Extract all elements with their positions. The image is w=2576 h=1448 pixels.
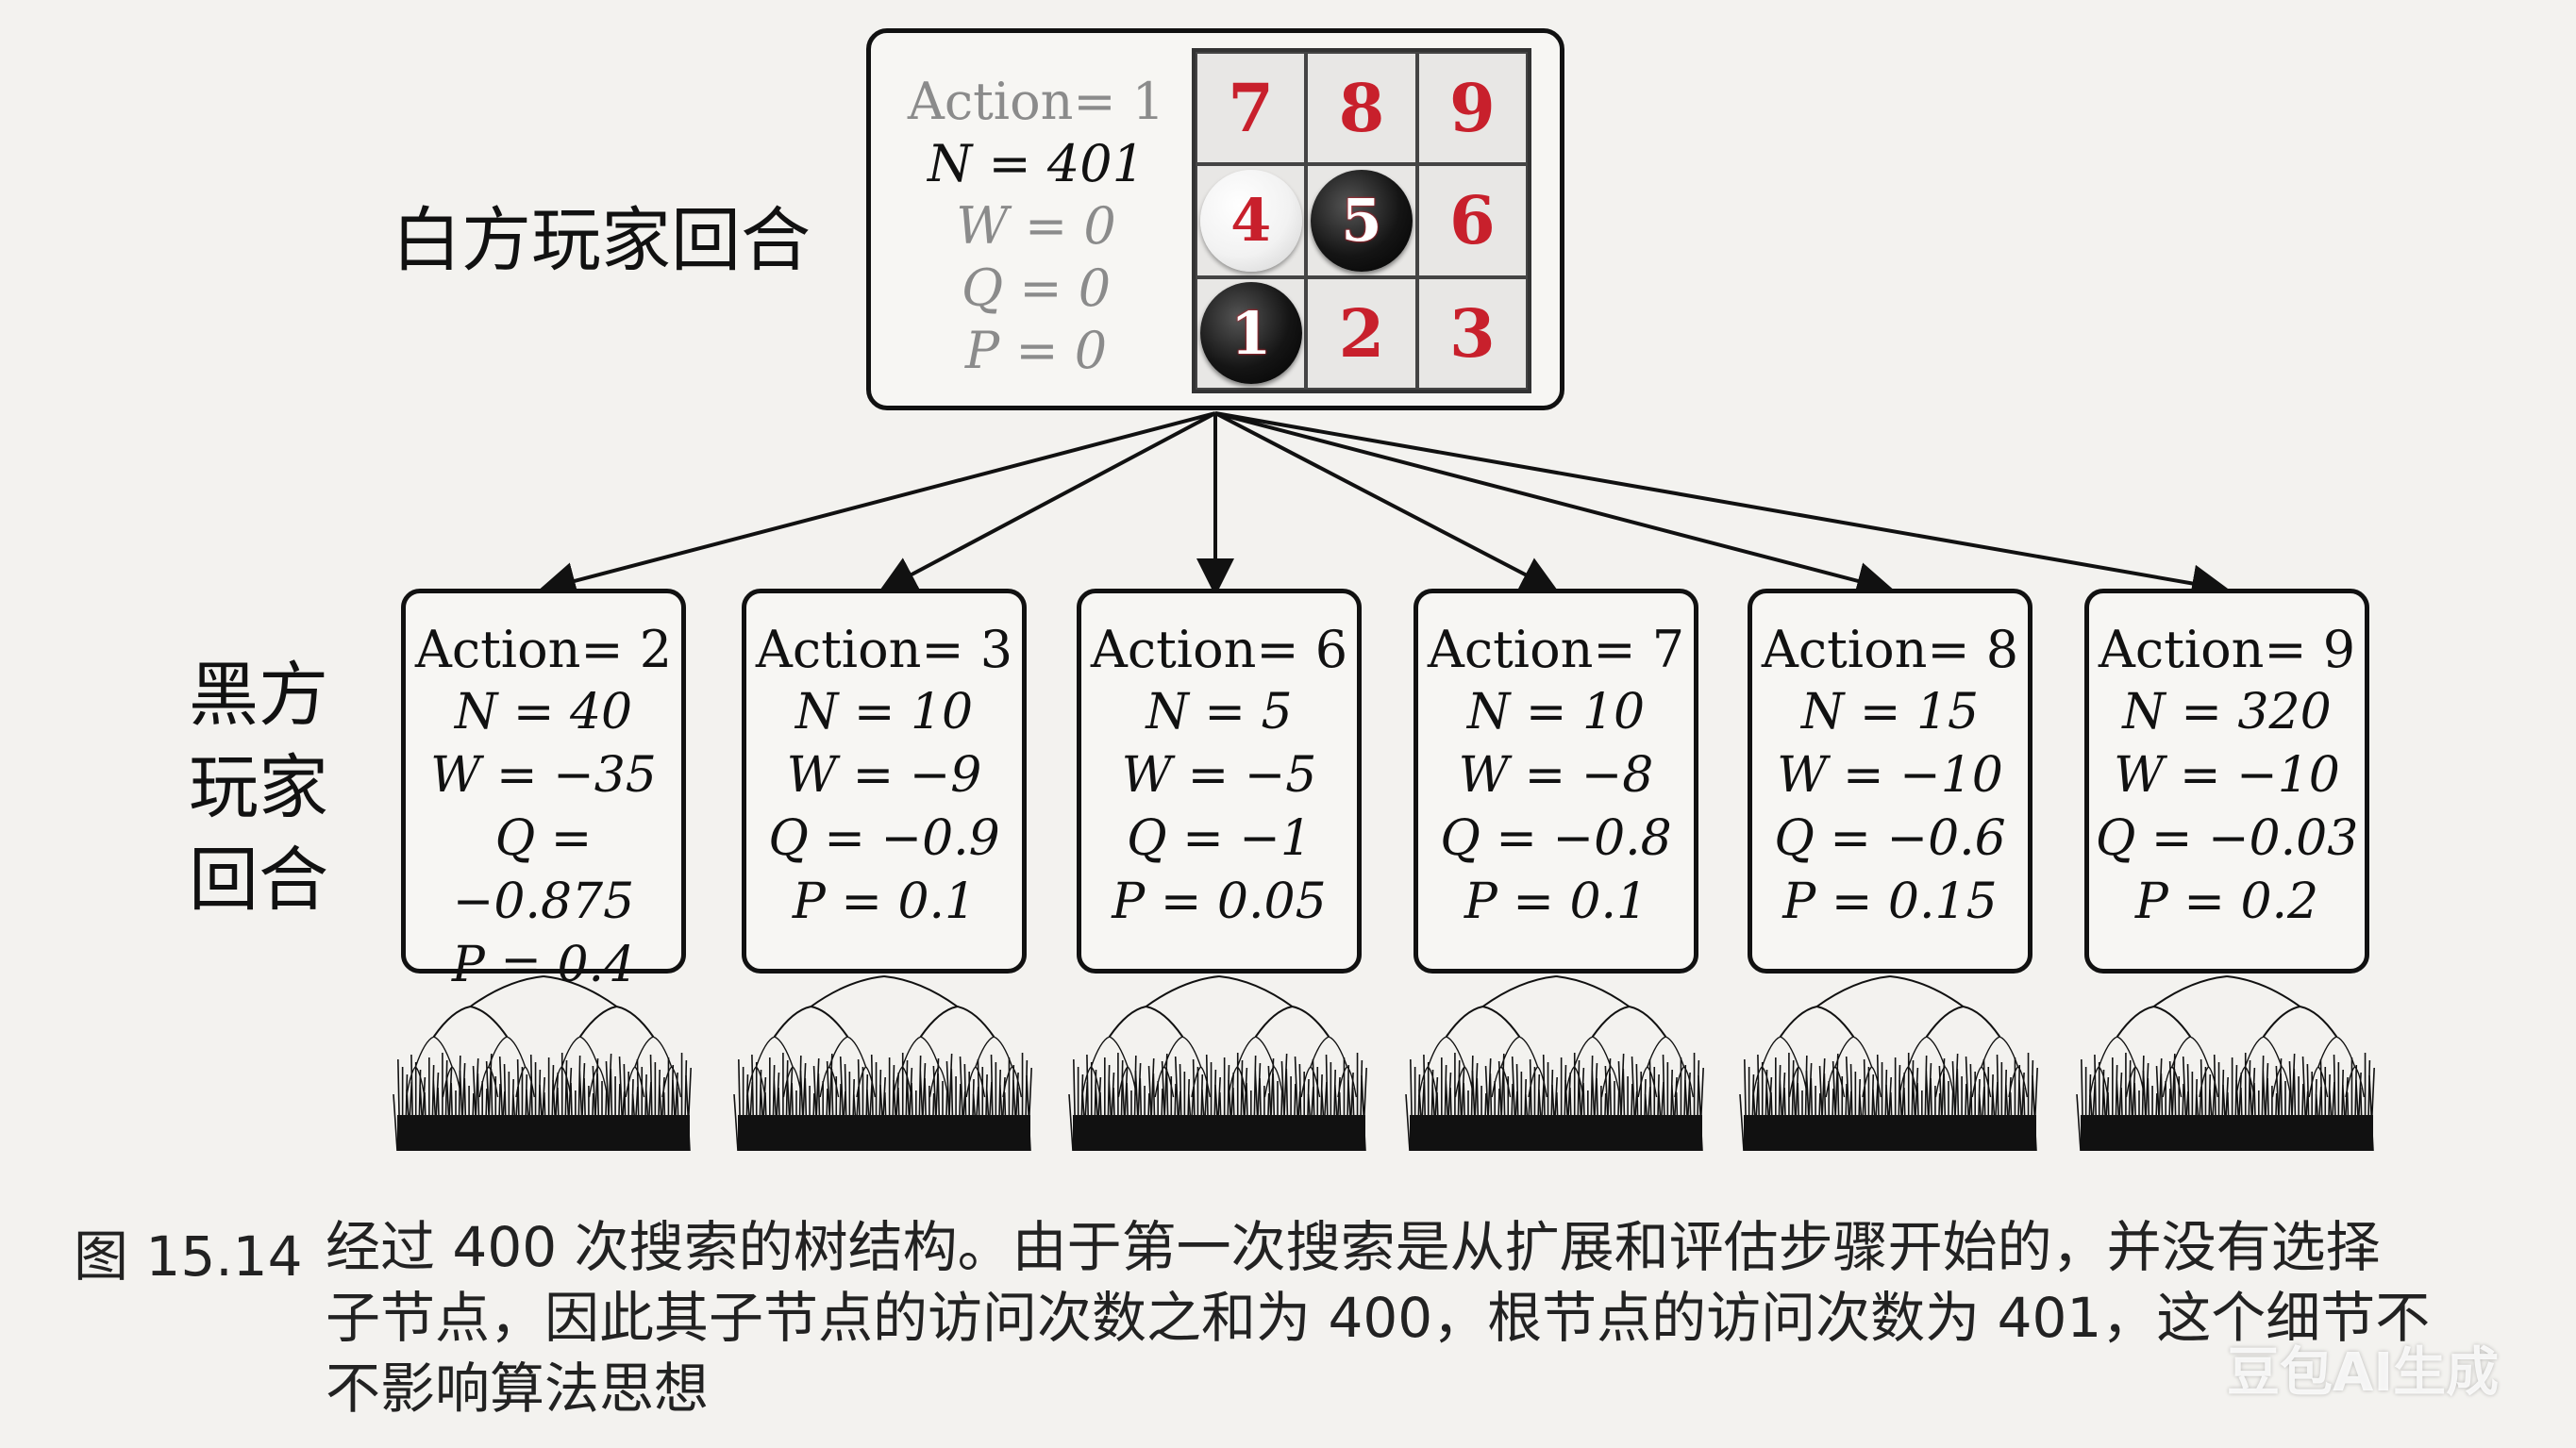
child-node-action-7: Action= 7 N = 10 W = −8 Q = −0.8 P = 0.1 [1413, 589, 1698, 974]
root-mean-value: Q = 0 [961, 258, 1112, 318]
child-visit-count: N = 5 [1146, 684, 1293, 741]
white-turn-label: 白方玩家回合 [392, 200, 811, 281]
child-action: Action= 8 [1761, 620, 2019, 679]
child-mean-value: Q = −0.875 [452, 810, 635, 930]
child-visit-count: N = 10 [795, 684, 974, 741]
child-action: Action= 7 [1427, 620, 1685, 679]
subtree-5 [1739, 975, 2038, 1152]
black-turn-line-3: 回合 [189, 840, 328, 921]
subtree-1 [393, 975, 692, 1152]
child-total-value: W = −35 [430, 747, 657, 804]
child-visit-count: N = 320 [2122, 684, 2332, 741]
board-cell-9: 9 [1416, 52, 1528, 165]
child-node-action-3: Action= 3 N = 10 W = −9 Q = −0.9 P = 0.1 [742, 589, 1027, 974]
child-total-value: W = −5 [1121, 747, 1317, 804]
stone-number: 1 [1230, 298, 1272, 368]
board-cell-2: 2 [1306, 276, 1417, 390]
edge-to-action-7 [1214, 411, 1560, 592]
root-action: Action= 1 [907, 72, 1165, 131]
subtree-6 [2076, 975, 2375, 1152]
black-turn-line-1: 黑方 [189, 655, 328, 736]
edge-to-action-9 [1214, 411, 2230, 603]
child-prior: P = 0.1 [1464, 874, 1648, 930]
root-prior: P = 0 [964, 321, 1108, 380]
root-total-value: W = 0 [956, 196, 1116, 256]
child-action: Action= 9 [2098, 620, 2356, 679]
white-stone: 4 [1199, 169, 1302, 272]
child-node-action-9: Action= 9 N = 320 W = −10 Q = −0.03 P = … [2084, 589, 2369, 974]
child-node-action-2: Action= 2 N = 40 W = −35 Q = −0.875 P = … [401, 589, 686, 993]
cell-number: 7 [1228, 69, 1275, 148]
child-prior: P = 0.2 [2134, 874, 2319, 930]
cell-number: 9 [1448, 69, 1496, 148]
cell-number: 6 [1448, 181, 1496, 260]
caption-line-2: 子节点，因此其子节点的访问次数之和为 400，根节点的访问次数为 401，这个细… [326, 1286, 2431, 1350]
edge-to-action-3 [878, 411, 1216, 592]
watermark: 豆包AI生成 [2227, 1342, 2500, 1404]
child-visit-count: N = 10 [1466, 684, 1646, 741]
subtree-4 [1405, 975, 1704, 1152]
child-action: Action= 2 [414, 620, 673, 679]
stone-number: 4 [1230, 186, 1272, 256]
child-prior: P = 0.1 [792, 874, 977, 930]
cell-number: 3 [1448, 293, 1496, 373]
cell-number: 2 [1338, 293, 1385, 373]
caption-line-1: 经过 400 次搜索的树结构。由于第一次搜索是从扩展和评估步骤开始的，并没有选择 [326, 1215, 2381, 1279]
stone-number: 5 [1341, 186, 1382, 256]
black-turn-line-2: 玩家 [189, 747, 328, 828]
child-mean-value: Q = −0.6 [1774, 810, 2006, 867]
cell-number: 8 [1338, 69, 1385, 148]
black-stone: 5 [1310, 169, 1413, 272]
edge-to-action-2 [538, 411, 1216, 600]
figure-caption: 经过 400 次搜索的树结构。由于第一次搜索是从扩展和评估步骤开始的，并没有选择… [326, 1212, 2524, 1424]
caption-line-3: 不影响算法思想 [326, 1356, 710, 1421]
black-turn-label: 黑方 玩家 回合 [189, 649, 328, 926]
subtree-3 [1068, 975, 1367, 1152]
board-cell-4: 4 [1196, 164, 1307, 277]
child-prior: P = 0.05 [1112, 874, 1327, 930]
child-visit-count: N = 15 [1800, 684, 1980, 741]
child-total-value: W = −10 [2114, 747, 2340, 804]
child-mean-value: Q = −0.03 [2095, 810, 2359, 867]
subtree-2 [733, 975, 1032, 1152]
child-mean-value: Q = −0.8 [1440, 810, 1672, 867]
figure-number: 图 15.14 [74, 1224, 303, 1289]
board-cell-7: 7 [1196, 52, 1307, 165]
child-action: Action= 3 [755, 620, 1013, 679]
child-node-action-8: Action= 8 N = 15 W = −10 Q = −0.6 P = 0.… [1748, 589, 2032, 974]
edge-to-action-8 [1214, 411, 1895, 600]
child-total-value: W = −8 [1458, 747, 1654, 804]
child-action: Action= 6 [1090, 620, 1348, 679]
child-mean-value: Q = −0.9 [768, 810, 1000, 867]
root-stats: Action= 1 N = 401 W = 0 Q = 0 P = 0 [899, 71, 1173, 382]
root-visit-count: N = 401 [928, 134, 1145, 193]
board-cell-5: 5 [1306, 164, 1417, 277]
black-stone: 1 [1199, 282, 1302, 385]
board-cell-1: 1 [1196, 276, 1307, 390]
child-prior: P = 0.15 [1782, 874, 1998, 930]
child-mean-value: Q = −1 [1127, 810, 1312, 867]
child-total-value: W = −10 [1777, 747, 2003, 804]
board-cell-8: 8 [1306, 52, 1417, 165]
board-cell-6: 6 [1416, 164, 1528, 277]
board-cell-3: 3 [1416, 276, 1528, 390]
child-prior: P = 0.4 [451, 937, 636, 993]
child-visit-count: N = 40 [454, 684, 633, 741]
child-total-value: W = −9 [786, 747, 982, 804]
child-node-action-6: Action= 6 N = 5 W = −5 Q = −1 P = 0.05 [1077, 589, 1362, 974]
